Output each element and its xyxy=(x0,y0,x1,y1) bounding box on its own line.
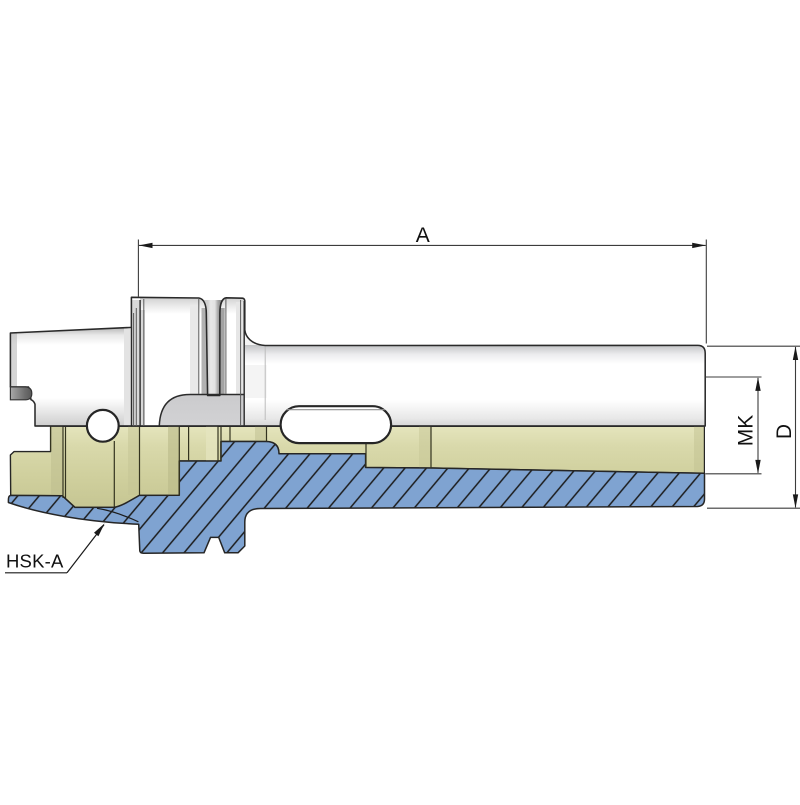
svg-text:A: A xyxy=(416,224,430,247)
svg-text:D: D xyxy=(773,424,796,439)
svg-text:HSK-A: HSK-A xyxy=(6,551,64,572)
svg-text:MK: MK xyxy=(735,415,758,447)
